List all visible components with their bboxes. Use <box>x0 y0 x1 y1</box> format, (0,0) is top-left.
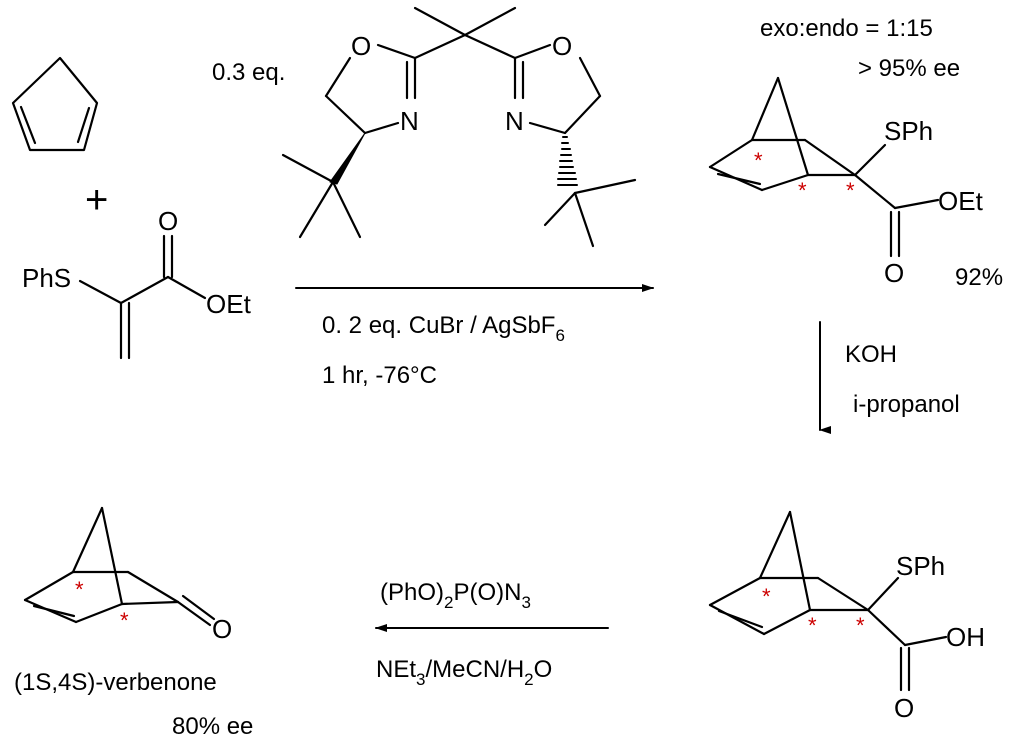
product1-ester-structure <box>708 76 940 258</box>
stereocenter-mark: * <box>754 148 763 173</box>
acrylate-reactant <box>78 234 207 360</box>
product2-acid-structure <box>708 510 948 692</box>
ligand-o-right: O <box>552 31 572 61</box>
stereocenter-mark: * <box>120 608 129 633</box>
product2-oh: OH <box>946 622 985 652</box>
step3-reagent-sub-a: 2 <box>444 593 453 612</box>
product2-sph: SPh <box>896 551 945 581</box>
cyclopentadiene <box>11 56 99 152</box>
product2-carbonyl-o: O <box>894 693 914 723</box>
step3-reagent-sub-b: 3 <box>521 593 530 612</box>
step1-catalyst: 0. 2 eq. CuBr / AgSbF6 <box>322 312 565 345</box>
stereocenter-mark: * <box>75 577 84 602</box>
step3-solvent-a: NEt <box>376 656 416 683</box>
product1-sph: SPh <box>884 116 933 146</box>
product1-selectivity: exo:endo = 1:15 <box>760 15 933 42</box>
product3-verbenone-structure <box>23 506 216 627</box>
stereocenter-mark: * <box>798 178 807 203</box>
product1-yield: 92% <box>955 264 1003 291</box>
plus-sign: + <box>85 178 108 222</box>
step3-reagent-b: P(O)N <box>453 579 521 606</box>
product3-name: (1S,4S)-verbenone <box>14 669 217 696</box>
product3-ee: 80% ee <box>172 713 253 740</box>
step2-solvent: i-propanol <box>853 391 960 418</box>
product1-carbonyl-o: O <box>884 258 904 288</box>
phs-label: PhS <box>22 263 71 293</box>
product1-oet: OEt <box>938 186 984 216</box>
ligand-n-left: N <box>400 106 419 136</box>
step1-catalyst-subscript: 6 <box>555 326 564 345</box>
step3-solvent-b: /MeCN/H <box>425 656 524 683</box>
stereocenter-mark: * <box>808 613 817 638</box>
product1-ee: > 95% ee <box>858 55 960 82</box>
step3-solvent: NEt3/MeCN/H2O <box>376 656 552 689</box>
ligand-n-right: N <box>505 106 524 136</box>
step3-solvent-sub-a: 3 <box>416 670 425 689</box>
step2-reagent: KOH <box>845 341 897 368</box>
stereocenter-mark: * <box>762 584 771 609</box>
product3-carbonyl-o: O <box>212 614 232 644</box>
carbonyl-oxygen-label: O <box>158 206 178 236</box>
wedge-bond <box>329 132 366 185</box>
ligand-equivalents: 0.3 eq. <box>212 59 285 86</box>
step3-reagent-a: (PhO) <box>380 579 444 606</box>
box-ligand <box>281 6 637 248</box>
step3-reagent: (PhO)2P(O)N3 <box>380 579 531 612</box>
hashed-bond <box>557 136 578 186</box>
ligand-o-left: O <box>351 31 371 61</box>
oet-label: OEt <box>206 289 252 319</box>
step3-solvent-sub-b: 2 <box>524 670 533 689</box>
step1-conditions: 1 hr, -76°C <box>322 362 437 389</box>
step3-solvent-c: O <box>534 656 553 683</box>
step1-catalyst-text: 0. 2 eq. CuBr / AgSbF <box>322 312 555 339</box>
stereocenter-mark: * <box>846 178 855 203</box>
stereocenter-mark: * <box>856 613 865 638</box>
